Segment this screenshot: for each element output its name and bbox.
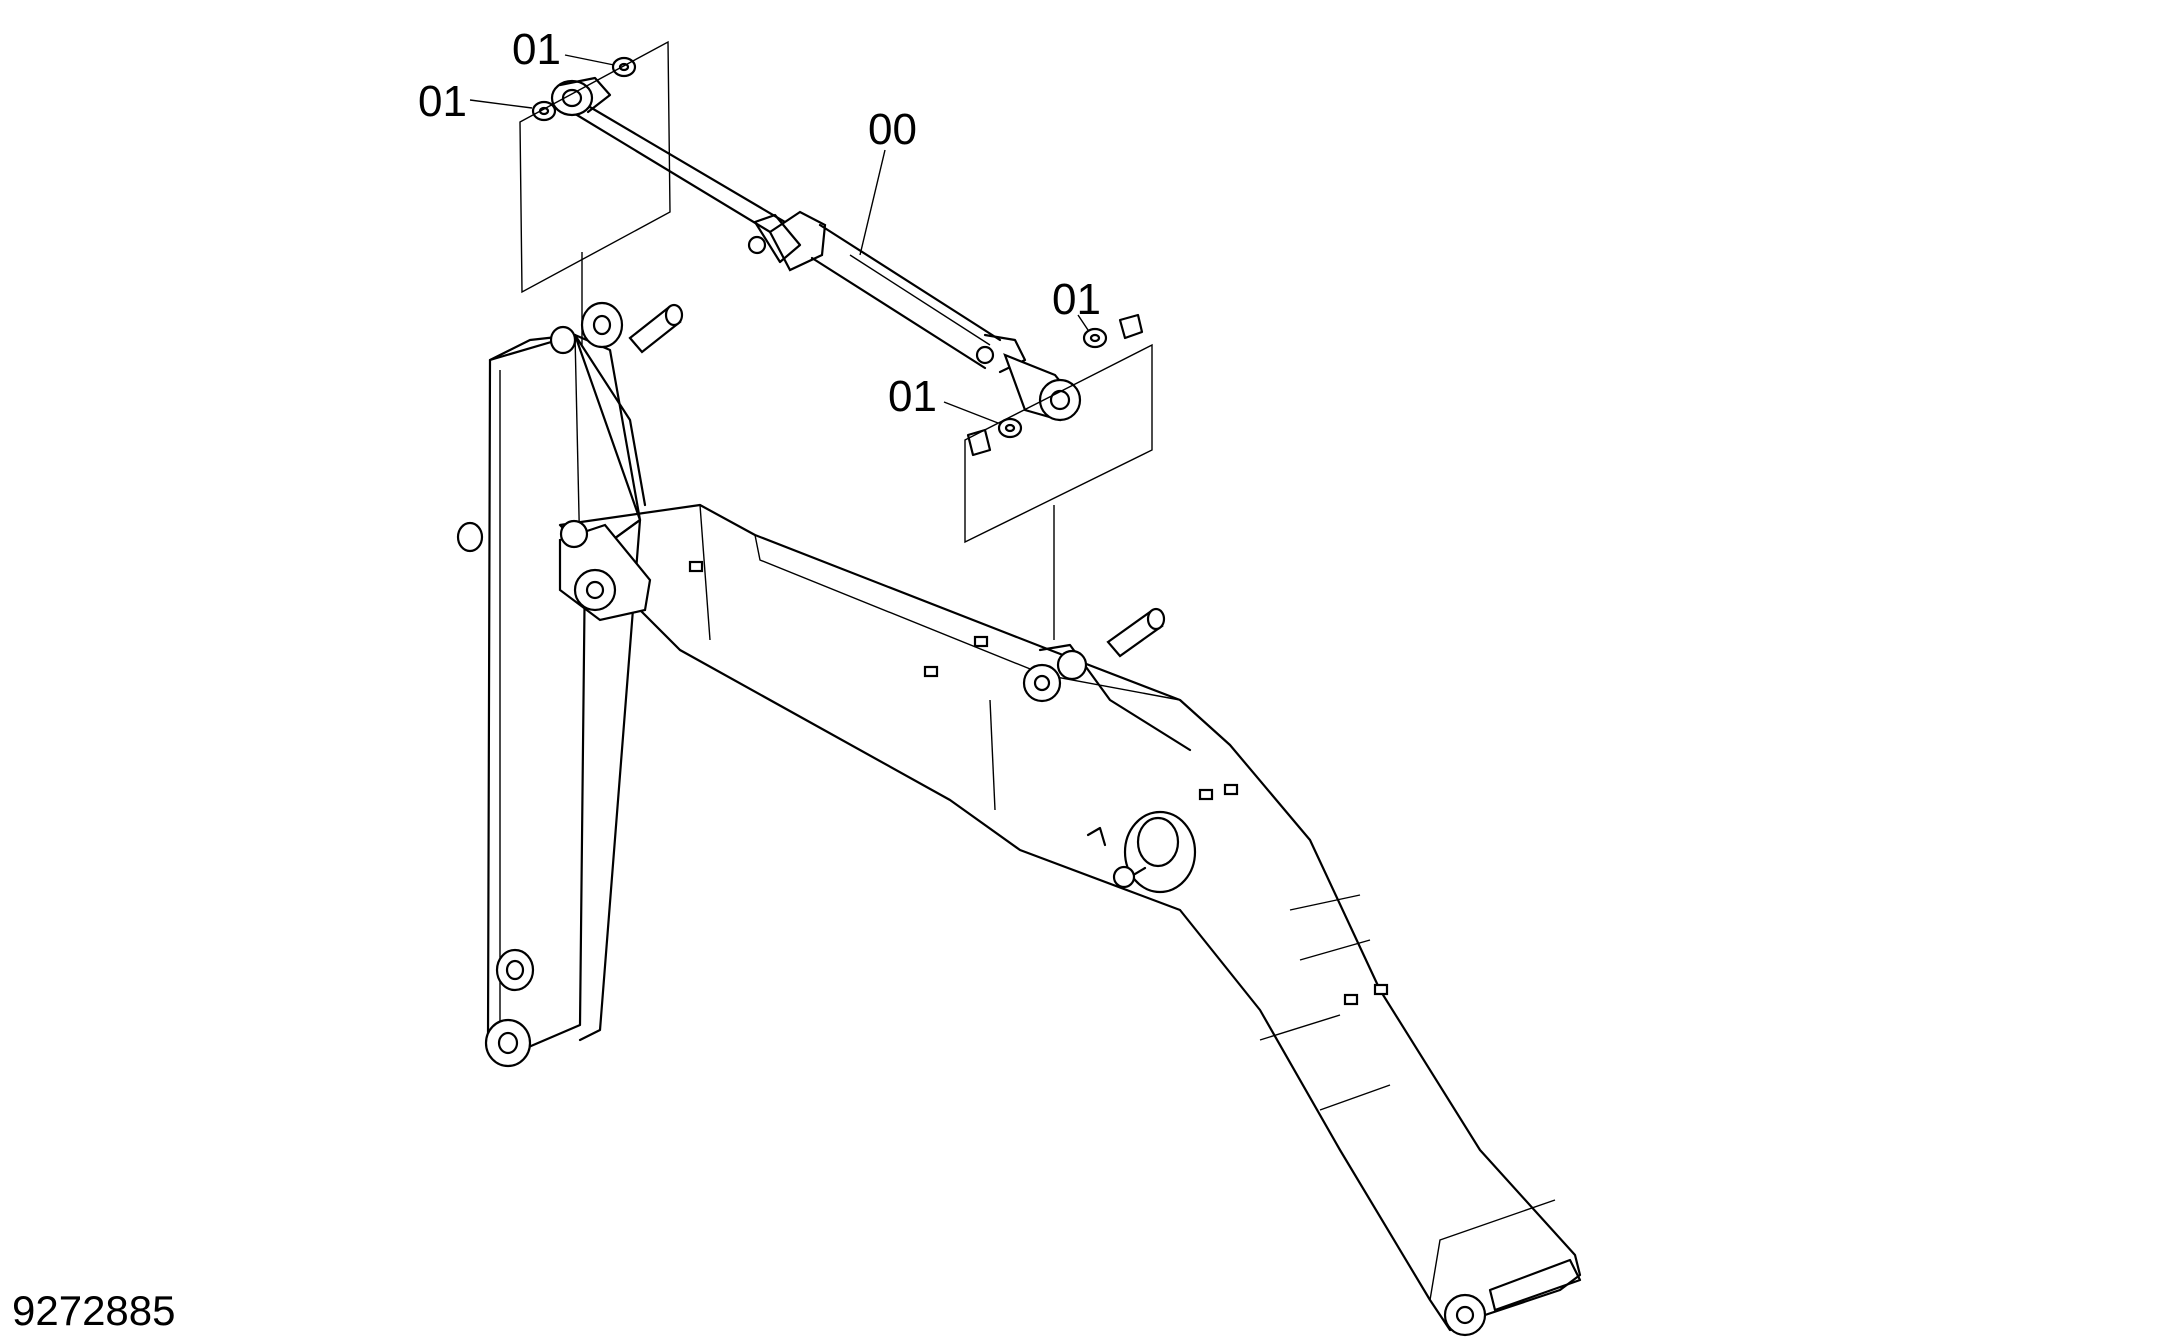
- callout-01-left: 01: [418, 77, 467, 126]
- callout-01-right: 01: [1052, 275, 1101, 324]
- callout-00-cylinder: 00: [868, 105, 917, 154]
- boom-assembly: [456, 301, 1582, 1337]
- detail-frames: [519, 40, 1153, 640]
- leader-lines: [469, 54, 1089, 424]
- pins: [628, 303, 1166, 658]
- callout-01-lower: 01: [888, 372, 937, 421]
- hydraulic-cylinder: [550, 76, 1082, 422]
- figure-number: 9272885: [12, 1287, 176, 1334]
- callout-01-top: 01: [512, 25, 561, 74]
